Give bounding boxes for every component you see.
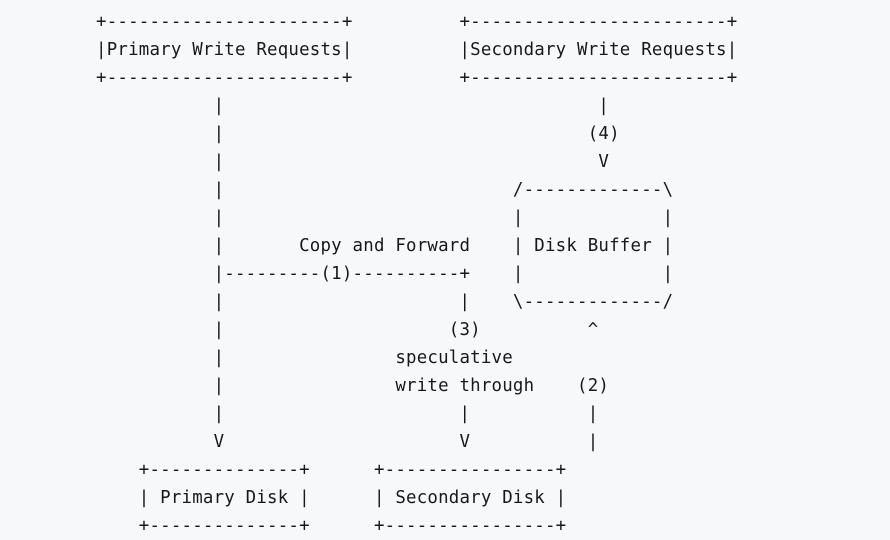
ascii-art-diagram: +----------------------+ +--------------… — [96, 12, 738, 536]
ascii-diagram-canvas: +----------------------+ +--------------… — [96, 12, 738, 536]
